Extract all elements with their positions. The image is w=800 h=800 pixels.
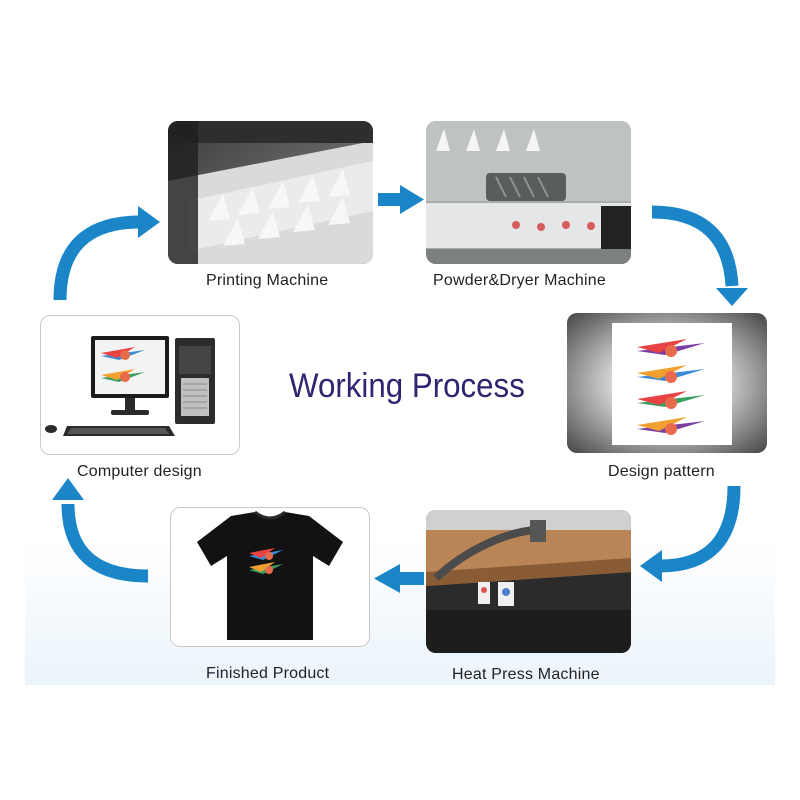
diagram-title: Working Process (289, 367, 525, 405)
arrow-printing-to-powder (378, 185, 424, 214)
arrow-heatpress-to-finished (374, 564, 424, 593)
step-label-design-pattern: Design pattern (608, 463, 715, 480)
step-label-powder-dryer-machine: Powder&Dryer Machine (433, 272, 606, 289)
heat-press-machine-photo (426, 510, 631, 653)
arrow-computer-to-printing (53, 206, 160, 301)
step-label-printing-machine: Printing Machine (206, 272, 329, 289)
step-label-finished-product: Finished Product (206, 665, 330, 682)
arrow-design-to-heatpress (640, 485, 741, 582)
t-shirt-photo (170, 507, 370, 647)
computer-photo (40, 315, 240, 455)
arrow-powder-to-design (651, 205, 748, 306)
printing-machine-photo (168, 121, 373, 264)
powder-dryer-machine-photo (426, 121, 631, 264)
rainbow-logo-icon (249, 548, 283, 574)
design-pattern-photo (567, 313, 767, 453)
rainbow-logo-icon (101, 347, 145, 382)
arrow-finished-to-computer (52, 478, 149, 583)
rainbow-logo-icon (637, 339, 705, 435)
step-label-heat-press-machine: Heat Press Machine (452, 666, 600, 683)
step-label-computer-design: Computer design (77, 463, 202, 480)
